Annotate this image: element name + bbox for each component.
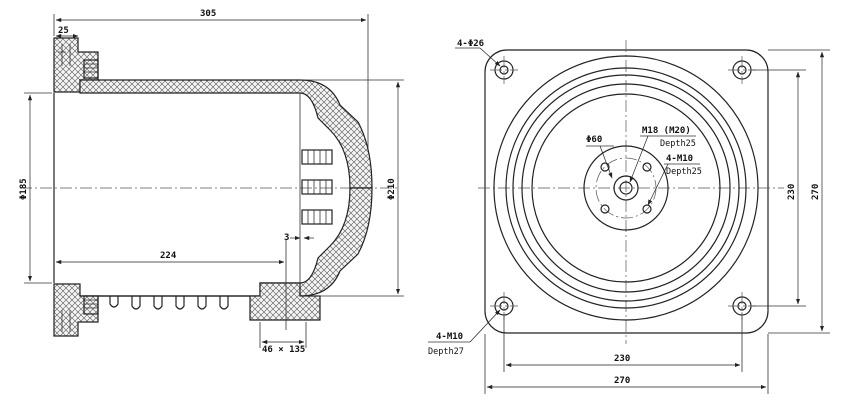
leader-mount-holes	[479, 47, 501, 67]
dim-bottom-size-label: 46 × 135	[262, 345, 305, 355]
label-center-depth: Depth25	[660, 139, 696, 149]
label-mount-holes: 4-Φ26	[457, 39, 484, 49]
leader-small-thread	[647, 163, 669, 206]
dim-flange-width-label: 25	[58, 26, 69, 36]
label-center-thread: M18 (M20)	[642, 126, 691, 136]
top-wall	[79, 79, 373, 189]
label-bottom-depth: Depth27	[428, 347, 464, 357]
dim-overall-length-label: 305	[200, 9, 216, 19]
side-view: 305 25 Φ185 Φ210 224 3 46 × 135	[19, 9, 404, 355]
ring-2	[505, 67, 747, 309]
dim-overall-v-label: 270	[811, 184, 821, 200]
center-hole-outer	[613, 175, 639, 201]
flange-slots	[58, 44, 71, 66]
small-threaded-holes	[600, 162, 652, 214]
label-small-depth: Depth25	[666, 167, 702, 177]
center-boss	[583, 145, 669, 231]
outer-ring	[493, 55, 759, 321]
ring-4	[521, 83, 731, 293]
dim-bore-depth-label: 224	[160, 251, 177, 261]
label-bottom-thread: 4-M10	[436, 332, 463, 342]
insert-bolts	[301, 149, 333, 225]
dim-outer-diameter-label: Φ210	[387, 178, 397, 200]
leader-center-thread	[629, 135, 649, 183]
leader-center-dia	[599, 145, 613, 179]
label-center-dia: Φ60	[586, 135, 602, 145]
top-bolt	[83, 59, 99, 79]
corrugations	[109, 296, 229, 310]
dim-hole-spacing-h-label: 230	[614, 354, 630, 364]
ring-3	[512, 74, 740, 302]
center-hole	[619, 181, 633, 195]
dim-overall-h-label: 270	[614, 376, 630, 386]
dim-inner-diameter-label: Φ185	[19, 178, 29, 200]
dim-wall-gap-label: 3	[284, 233, 289, 243]
dim-hole-spacing-v-label: 230	[787, 184, 797, 200]
leader-bottom-thread	[469, 309, 501, 343]
bottom-flange	[53, 283, 99, 337]
mounting-plate	[484, 49, 769, 334]
front-view: 4-Φ26 Φ60 M18 (M20) Depth25 4-M10 Depth2…	[428, 39, 830, 394]
bottom-wall	[80, 187, 373, 297]
corrugated-skirt	[98, 282, 321, 321]
bottom-bolt	[83, 295, 99, 315]
label-small-thread: 4-M10	[666, 154, 693, 164]
ring-5	[531, 93, 721, 283]
corner-mount-holes	[490, 56, 756, 320]
